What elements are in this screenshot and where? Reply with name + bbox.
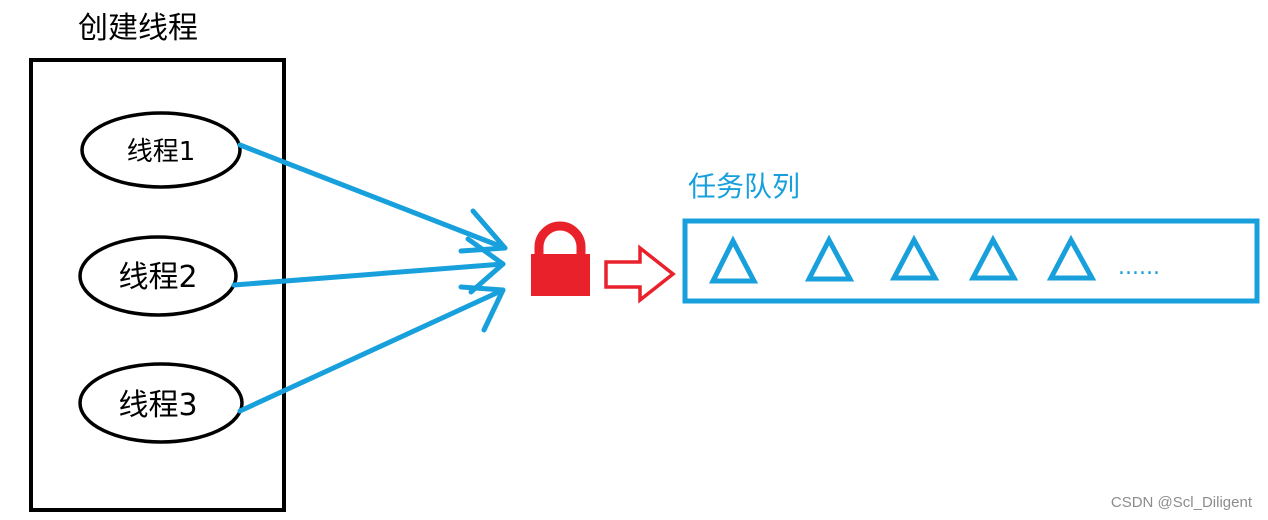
thread-label: 线程1 xyxy=(127,137,196,167)
thread-node-2: 线程2 xyxy=(78,235,238,317)
triangle-icon xyxy=(968,234,1019,281)
thread-node-3: 线程3 xyxy=(78,362,244,444)
queue-ellipsis: ...... xyxy=(1118,255,1160,280)
triangle-icon xyxy=(804,234,855,282)
thread-label: 线程2 xyxy=(118,260,197,295)
thread-ellipse xyxy=(78,362,244,444)
thread-ellipse xyxy=(80,111,242,189)
thread-ellipse xyxy=(78,235,238,317)
arrow-thread2-to-lock xyxy=(231,236,506,295)
task-queue-box xyxy=(682,218,1260,304)
watermark-text: CSDN @Scl_Diligent xyxy=(1111,494,1253,511)
hollow-arrow-icon xyxy=(604,244,676,304)
arrow-thread1-to-lock xyxy=(237,142,508,254)
pool-title: 创建线程 xyxy=(78,11,198,46)
triangle-icon xyxy=(889,234,940,281)
thread-node-1: 线程1 xyxy=(80,111,242,189)
lock-icon xyxy=(531,221,590,296)
arrow-thread3-to-lock xyxy=(237,284,506,414)
triangle-icon xyxy=(1046,234,1097,281)
thread-pool-box xyxy=(29,58,286,512)
queue-title: 任务队列 xyxy=(688,170,800,203)
thread-label: 线程3 xyxy=(118,388,197,423)
triangle-icon xyxy=(708,235,759,284)
